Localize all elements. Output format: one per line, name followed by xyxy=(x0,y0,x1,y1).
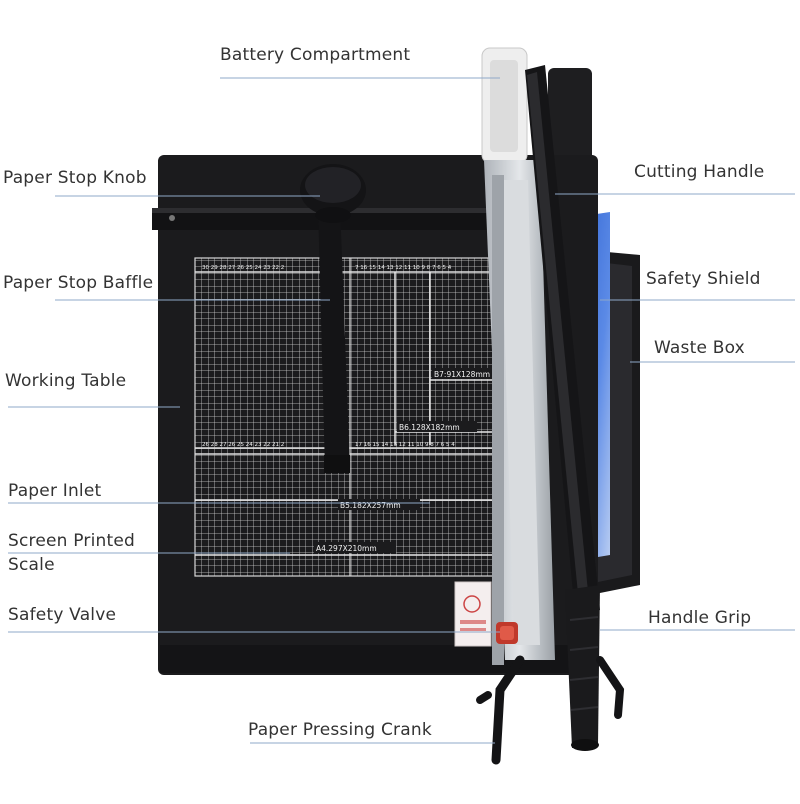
label-battery-compartment: Battery Compartment xyxy=(220,45,411,65)
warning-sticker xyxy=(454,581,492,647)
label-safety-valve: Safety Valve xyxy=(8,605,117,625)
paper-stop-arm xyxy=(318,205,350,470)
handle-grip xyxy=(565,585,600,748)
scale-top-left: 30 29 28 27 26 25 24 23 22 2 xyxy=(202,265,284,271)
scale-a4: A4.297X210mm xyxy=(316,544,377,553)
scale-top-right: 7 16 15 14 13 12 11 10 9 8 7 6 5 4 xyxy=(355,265,452,271)
label-working-table: Working Table xyxy=(5,371,127,391)
scale-b6: B6.128X182mm xyxy=(399,423,460,432)
scale-b7: B7:91X128mm xyxy=(434,370,490,379)
label-screen-printed-scale: Screen Printed Scale xyxy=(8,531,136,575)
paper-pressing-crank xyxy=(491,655,525,765)
label-waste-box: Waste Box xyxy=(654,338,745,358)
label-paper-stop-knob: Paper Stop Knob xyxy=(3,168,147,188)
label-handle-grip: Handle Grip xyxy=(648,608,752,628)
label-paper-stop-baffle: Paper Stop Baffle xyxy=(3,273,154,293)
leader-lines xyxy=(8,77,795,744)
label-cutting-handle: Cutting Handle xyxy=(634,162,765,182)
scale-bottom-right: 17 16 15 14 13 12 11 10 9 8 7 6 5 4 xyxy=(355,442,455,448)
grid-area xyxy=(195,258,507,576)
scale-bottom-left: 26 28 27 26 25 24 23 22 21 2 xyxy=(202,442,284,448)
label-paper-pressing-crank: Paper Pressing Crank xyxy=(248,720,432,740)
scale-b5: B5.182X257mm xyxy=(340,501,401,510)
label-safety-shield: Safety Shield xyxy=(646,269,761,289)
label-paper-inlet: Paper Inlet xyxy=(8,481,102,501)
